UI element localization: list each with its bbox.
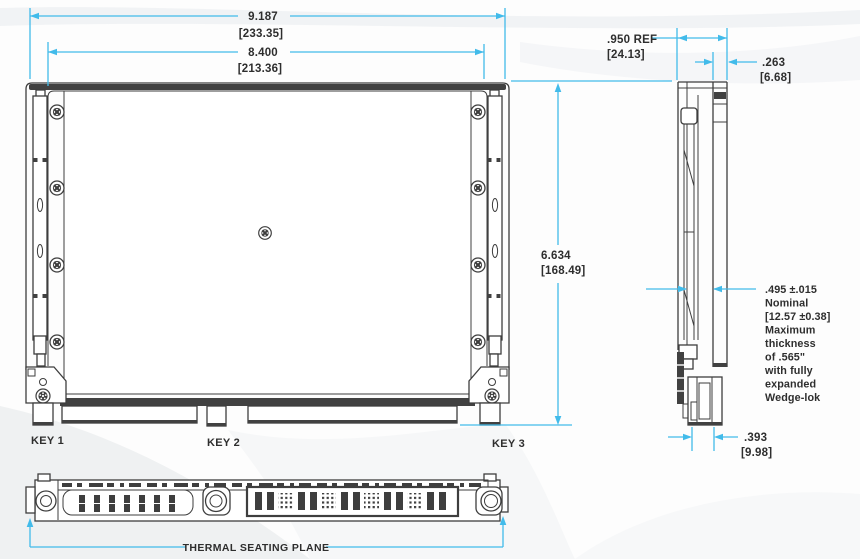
note-line: [12.57 ±0.38] [765, 311, 830, 323]
dim-depth-mm: [24.13] [607, 49, 645, 61]
side-view [677, 81, 728, 426]
phillips-screw-icon [470, 334, 486, 350]
dimension-height: 6.634 [168.49] [460, 80, 672, 426]
dimension-board-thickness-note: .495 ±.015 Nominal [12.57 ±0.38] Maximum… [646, 284, 830, 404]
thermal-seating-plane-label: THERMAL SEATING PLANE [183, 542, 330, 554]
bottom-stiffener-bar [60, 398, 475, 406]
note-line: of .565" [765, 352, 805, 364]
dim-height-in: 6.634 [541, 250, 571, 262]
phillips-screw-icon [470, 180, 486, 196]
dimension-connector-width: .393 [9.98] [668, 427, 772, 459]
thermal-seating-plane-callout: THERMAL SEATING PLANE [26, 516, 507, 554]
guide-pin-middle [204, 489, 228, 513]
bottom-view [25, 473, 509, 522]
edge-connectors [32, 402, 501, 427]
dimension-width-total: 9.187 [233.35] [29, 8, 506, 79]
background-swoosh [520, 36, 860, 84]
note-line: expanded [765, 379, 816, 391]
front-view: KEY 1 KEY 2 KEY 3 [25, 82, 525, 450]
side-connector [687, 376, 723, 426]
phillips-screw-icon [49, 334, 65, 350]
wedge-lok-side-profile [678, 107, 698, 370]
dim-conn-mm: [9.98] [741, 447, 772, 459]
phillips-screw-icon [470, 257, 486, 273]
guide-pin-right [480, 490, 502, 512]
note-line: thickness [765, 338, 816, 350]
phillips-screw-icon [49, 257, 65, 273]
wedge-lok-strip-right [487, 89, 503, 367]
dim-width-inner-in: 8.400 [248, 47, 278, 59]
note-line: .495 ±.015 [765, 284, 817, 296]
dim-height-mm: [168.49] [541, 265, 585, 277]
center-screw-icon [258, 226, 272, 240]
left-rail [47, 90, 64, 366]
phillips-screw-icon [470, 104, 486, 120]
star-screw-icon [484, 388, 500, 404]
dimension-panel-thickness: .263 [6.68] [695, 52, 791, 84]
background-swoosh [575, 492, 860, 559]
bottom-connector-1 [62, 489, 194, 516]
dim-width-inner-mm: [213.36] [238, 63, 282, 75]
key2-label: KEY 2 [207, 437, 240, 449]
dim-width-total-in: 9.187 [248, 11, 278, 23]
dim-width-total-mm: [233.35] [239, 28, 283, 40]
dim-panel-in: .263 [762, 57, 785, 69]
key1-label: KEY 1 [31, 435, 64, 447]
key3-tab [479, 402, 501, 426]
stiffener-bar-section [714, 92, 726, 99]
dimension-width-inner: 8.400 [213.36] [47, 42, 485, 86]
key1-tab [32, 402, 54, 426]
phillips-screw-icon [49, 104, 65, 120]
dimension-depth-ref: .950 REF [24.13] [607, 28, 728, 80]
dim-depth-in: .950 REF [607, 34, 657, 46]
wedge-lok-strip-left [32, 89, 48, 367]
background-swoosh [0, 7, 860, 29]
note-line: Nominal [765, 298, 808, 310]
bottom-connector-2 [245, 485, 460, 518]
note-line: with fully [764, 365, 813, 377]
board-panel [63, 90, 472, 395]
star-screw-icon [35, 388, 51, 404]
ejector-plate-right [468, 366, 510, 404]
phillips-screw-icon [49, 180, 65, 196]
dim-panel-mm: [6.68] [760, 72, 791, 84]
guide-pin-left [35, 490, 57, 512]
key3-label: KEY 3 [492, 438, 525, 450]
note-line: Maximum [765, 325, 816, 337]
dim-conn-in: .393 [744, 432, 767, 444]
front-outline [25, 82, 510, 370]
top-stiffener-bar [29, 84, 506, 90]
ejector-plate-left [25, 366, 67, 404]
note-line: Wedge-lok [765, 392, 821, 404]
right-rail [471, 90, 488, 366]
